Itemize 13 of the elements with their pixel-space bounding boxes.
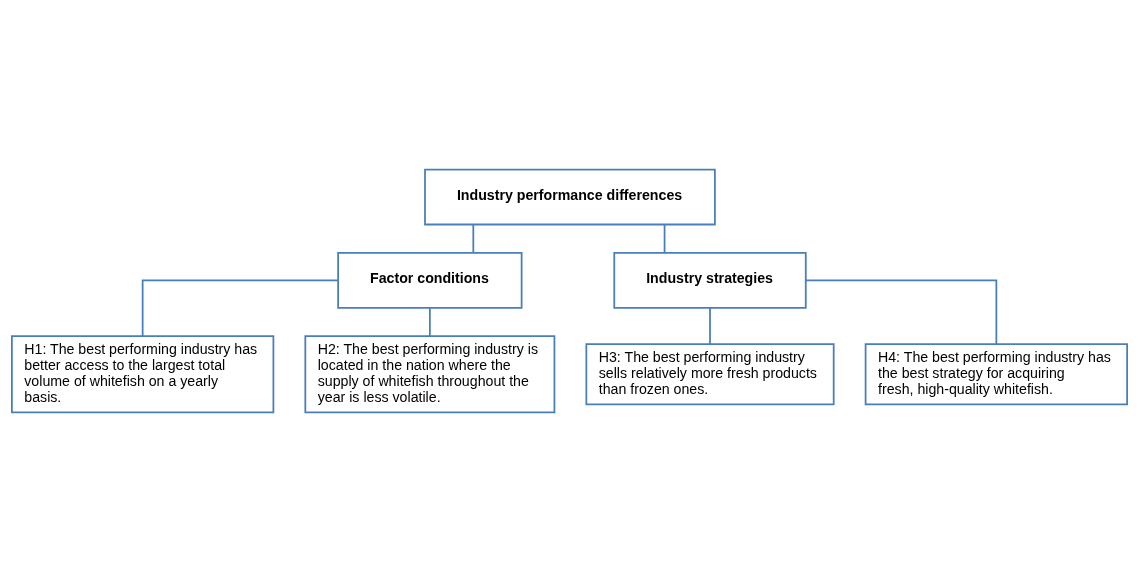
node-box: H3: The best performing industry sells relatively more fresh products than frozen ones. bbox=[585, 343, 835, 406]
connector bbox=[663, 223, 666, 254]
connector bbox=[709, 307, 711, 345]
connector bbox=[804, 279, 998, 345]
connector bbox=[141, 279, 339, 337]
node-box: Industry performance differences bbox=[424, 168, 716, 226]
node-box: H4: The best performing industry has the best strategy for acquiring fresh, high-quality whitefish. bbox=[864, 343, 1128, 406]
connector bbox=[429, 307, 431, 337]
node-box: Industry strategies bbox=[613, 252, 807, 309]
node-box: H1: The best performing industry has better access to the largest total volume of whitefish on a yearly basis. bbox=[11, 335, 275, 414]
node-box: H2: The best performing industry is located in the nation where the supply of whitefish throughout the year is less volatile. bbox=[304, 335, 556, 414]
connector bbox=[472, 223, 475, 254]
node-box: Factor conditions bbox=[337, 252, 523, 309]
